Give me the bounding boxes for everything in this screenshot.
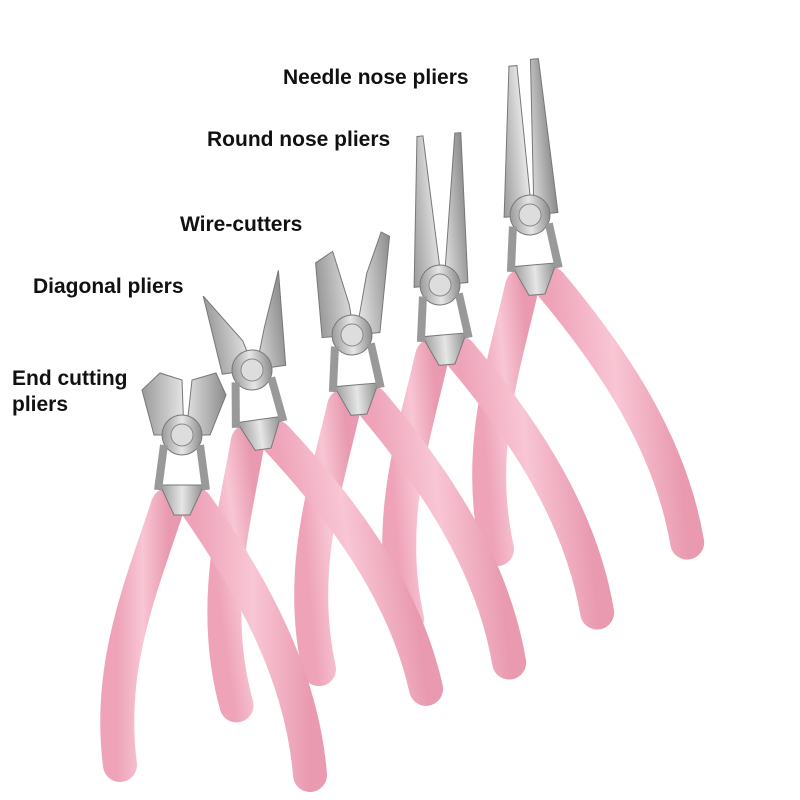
round-nose-pliers <box>362 132 597 629</box>
label-needle-nose-pliers: Needle nose pliers <box>283 66 469 89</box>
label-wire-cutters: Wire-cutters <box>180 213 303 236</box>
label-diagonal-pliers: Diagonal pliers <box>33 275 184 298</box>
label-line-2: pliers <box>12 393 69 416</box>
needle-nose-pliers <box>452 58 687 559</box>
end-cutting-pliers <box>117 372 310 775</box>
label-end-cutting-pliers: End cutting pliers <box>12 366 127 418</box>
diagonal-pliers <box>175 270 426 716</box>
label-round-nose-pliers: Round nose pliers <box>207 128 391 151</box>
wire-cutters <box>279 231 509 679</box>
label-line-1: End cutting <box>12 367 128 390</box>
